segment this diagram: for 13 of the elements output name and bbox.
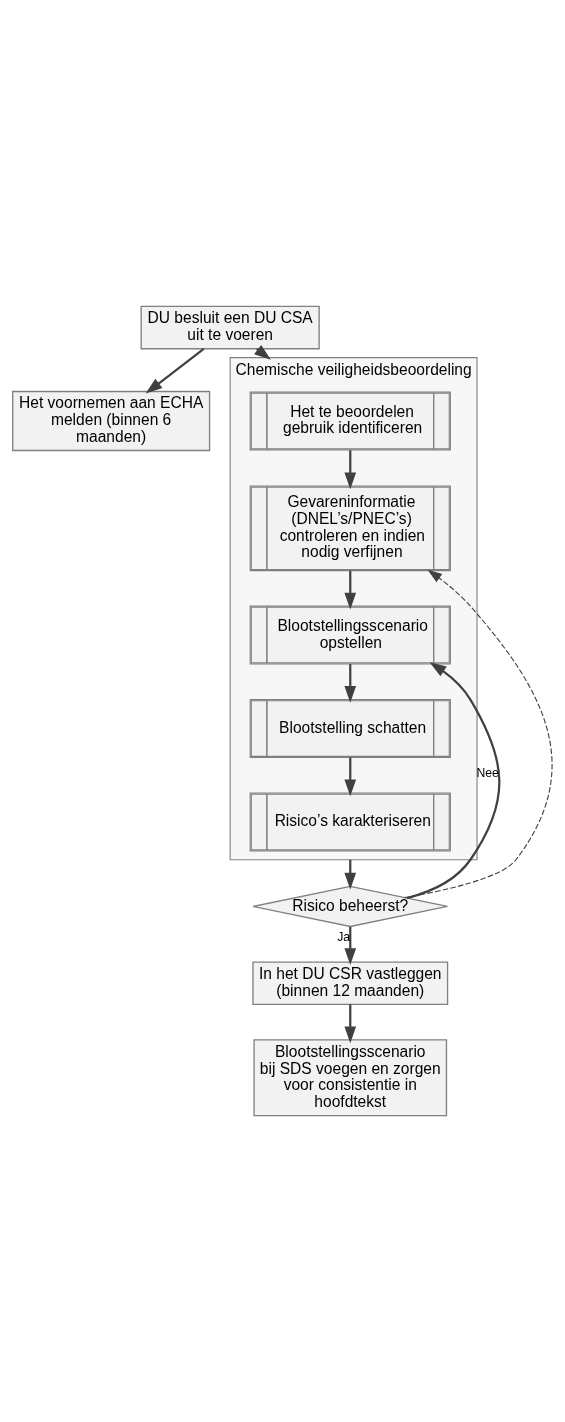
arrow: [145, 348, 205, 394]
node-box: In het DU CSR vastleggen (binnen 12 maanden): [252, 961, 449, 1005]
arrow: [344, 926, 357, 965]
arrow: [406, 662, 501, 900]
node-box: Het voornemen aan ECHA melden (binnen 6 maanden): [12, 390, 211, 452]
arrow: [344, 450, 357, 490]
arrow: [344, 757, 357, 797]
arrow: [344, 664, 357, 703]
arrow: [344, 1004, 357, 1044]
arrow: [344, 570, 357, 610]
arrow: [404, 569, 553, 899]
node-box: Blootstellingsscenario bij SDS voegen en zorgen voor consistentie in hoofdtekst: [253, 1039, 448, 1117]
node-diamond: Risico beheerst?: [252, 885, 449, 928]
